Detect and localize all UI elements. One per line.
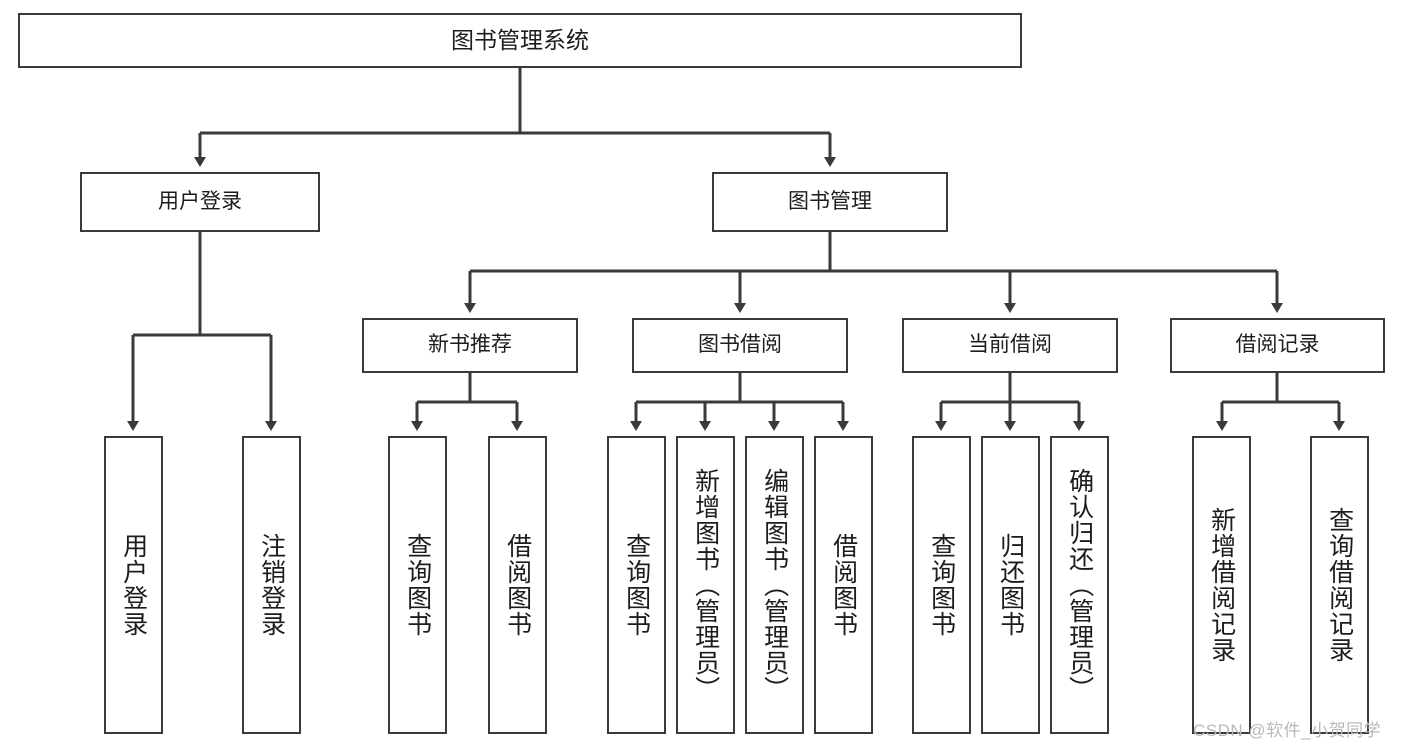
- leaf-current-borrow-query-book[interactable]: 查询图书: [912, 436, 971, 734]
- node-book-borrow[interactable]: 图书借阅: [632, 318, 848, 373]
- leaf-borrow-record-query-record[interactable]: 查询借阅记录: [1310, 436, 1369, 734]
- node-book-management[interactable]: 图书管理: [712, 172, 948, 232]
- node-borrow-record[interactable]: 借阅记录: [1170, 318, 1385, 373]
- node-label: 查询图书: [403, 533, 432, 637]
- node-label: 编辑图书（管理员）: [760, 468, 789, 702]
- node-label: 确认归还（管理员）: [1065, 468, 1094, 702]
- leaf-new-book-query-book[interactable]: 查询图书: [388, 436, 447, 734]
- leaf-book-borrow-query-book[interactable]: 查询图书: [607, 436, 666, 734]
- node-label: 借阅图书: [503, 533, 532, 637]
- node-label: 用户登录: [119, 533, 148, 637]
- node-current-borrow[interactable]: 当前借阅: [902, 318, 1118, 373]
- csdn-watermark: CSDN @软件_小贺同学: [1193, 721, 1382, 740]
- node-label: 归还图书: [996, 533, 1025, 637]
- node-label: 图书借阅: [698, 333, 782, 357]
- leaf-new-book-borrow-book[interactable]: 借阅图书: [488, 436, 547, 734]
- node-label: 借阅记录: [1235, 333, 1320, 357]
- node-label: 新增图书（管理员）: [691, 468, 720, 702]
- leaf-current-borrow-return-book[interactable]: 归还图书: [981, 436, 1040, 734]
- node-user-login[interactable]: 用户登录: [80, 172, 320, 232]
- node-label: 新增借阅记录: [1207, 507, 1236, 663]
- node-label: 查询图书: [622, 533, 651, 637]
- node-label: 注销登录: [257, 533, 286, 637]
- leaf-book-borrow-add-book-admin[interactable]: 新增图书（管理员）: [676, 436, 735, 734]
- node-label: 图书管理: [788, 189, 872, 213]
- node-label: 借阅图书: [829, 533, 858, 637]
- leaf-user-login-login[interactable]: 用户登录: [104, 436, 163, 734]
- node-label: 当前借阅: [968, 333, 1052, 357]
- node-label: 图书管理系统: [451, 26, 589, 53]
- leaf-user-login-logout[interactable]: 注销登录: [242, 436, 301, 734]
- leaf-borrow-record-add-record[interactable]: 新增借阅记录: [1192, 436, 1251, 734]
- node-new-book-recommend[interactable]: 新书推荐: [362, 318, 578, 373]
- node-label: 查询借阅记录: [1325, 507, 1354, 663]
- node-label: 用户登录: [158, 189, 242, 213]
- node-root-book-management-system[interactable]: 图书管理系统: [18, 13, 1022, 68]
- node-label: 新书推荐: [428, 333, 512, 357]
- node-label: 查询图书: [927, 533, 956, 637]
- leaf-current-borrow-confirm-return-admin[interactable]: 确认归还（管理员）: [1050, 436, 1109, 734]
- leaf-book-borrow-borrow-book[interactable]: 借阅图书: [814, 436, 873, 734]
- leaf-book-borrow-edit-book-admin[interactable]: 编辑图书（管理员）: [745, 436, 804, 734]
